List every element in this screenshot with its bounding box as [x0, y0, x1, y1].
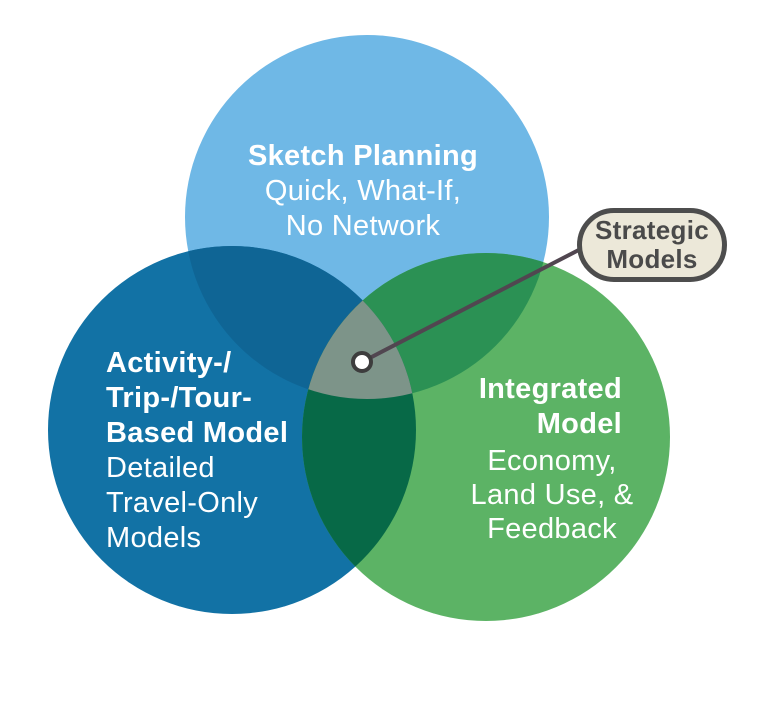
integrated-model-subline: Economy, [487, 445, 617, 477]
activity-model-subline: Detailed [106, 452, 215, 484]
sketch-planning-subline: No Network [285, 210, 441, 242]
integrated-model-title-line: Integrated [478, 373, 622, 405]
activity-model-title-line: Trip-/Tour- [106, 382, 253, 414]
activity-model-title-line: Based Model [106, 417, 289, 449]
strategic-models-callout-line: Models [606, 244, 698, 274]
activity-model-subline: Travel-Only [106, 487, 259, 519]
strategic-models-callout: Strategic Models [577, 208, 727, 282]
sketch-planning-title: Sketch Planning [247, 140, 479, 172]
leader-line [361, 237, 601, 364]
sketch-planning-subline: Quick, What-If, [264, 175, 462, 207]
integrated-model-title: Integrated Model [479, 372, 622, 442]
integrated-model-sublabel: Economy, Land Use, & Feedback [471, 444, 634, 546]
activity-model-label: Activity-/ Trip-/Tour- Based Model Detai… [106, 346, 288, 556]
integrated-model-subline: Feedback [487, 513, 617, 545]
integrated-model-title-line: Model [536, 408, 622, 440]
activity-model-title-line: Activity-/ [106, 347, 232, 379]
sketch-activity-overlap [185, 246, 416, 399]
integrated-model-subline: Land Use, & [470, 479, 634, 511]
center-dot [351, 351, 373, 373]
strategic-models-callout-line: Strategic [595, 215, 709, 245]
sketch-planning-label: Sketch Planning Quick, What-If, No Netwo… [248, 139, 478, 244]
activity-model-subline: Models [106, 522, 202, 554]
